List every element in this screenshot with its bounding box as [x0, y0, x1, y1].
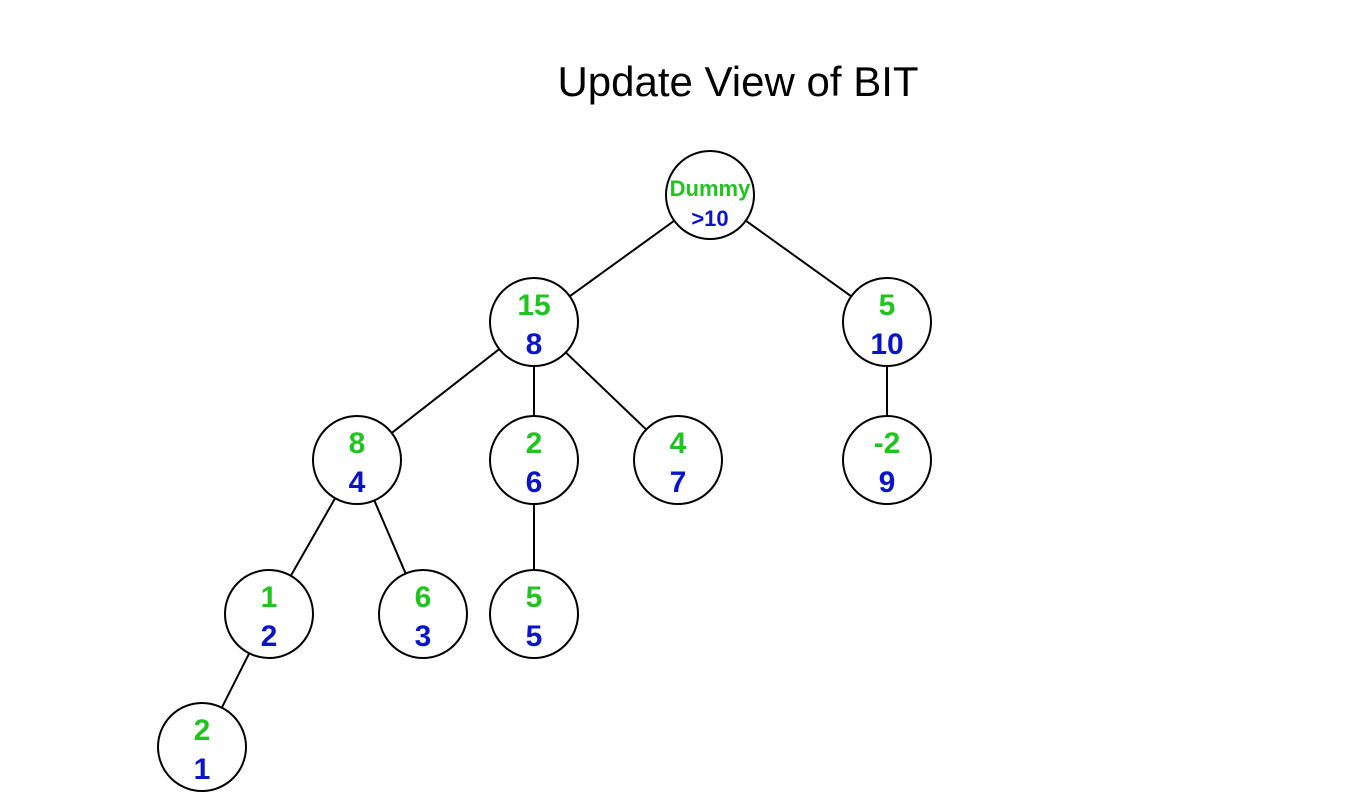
tree-node-root: Dummy >10 — [665, 150, 755, 240]
edge-n2-n1 — [220, 652, 251, 709]
node-value-label: 5 — [879, 289, 896, 322]
node-circle — [224, 569, 314, 659]
node-index-label: 5 — [526, 620, 543, 653]
node-circle — [633, 415, 723, 505]
edge-n4-n2 — [289, 497, 337, 577]
node-circle — [665, 150, 755, 240]
node-circle — [489, 415, 579, 505]
node-index-label: 3 — [415, 620, 432, 653]
node-circle — [489, 569, 579, 659]
node-value-label: 8 — [349, 427, 366, 460]
edge-n4-n3 — [373, 500, 407, 574]
tree-node-n10: 510 — [842, 277, 932, 367]
node-circle — [378, 569, 468, 659]
node-value-label: 4 — [670, 427, 687, 460]
node-index-label: 2 — [261, 620, 278, 653]
tree-node-n1: 21 — [157, 702, 247, 792]
node-index-label: 8 — [526, 328, 543, 361]
node-index-label: 10 — [870, 328, 903, 361]
node-index-label: 1 — [194, 753, 211, 786]
node-index-label: 7 — [670, 466, 687, 499]
node-value-label: 6 — [415, 581, 432, 614]
tree-node-n9: -29 — [842, 415, 932, 505]
node-value-label: 2 — [194, 714, 211, 747]
edge-n8-n7 — [565, 351, 647, 431]
tree-node-n4: 84 — [312, 415, 402, 505]
edge-root-n10 — [745, 219, 852, 298]
node-circle — [312, 415, 402, 505]
node-circle — [489, 277, 579, 367]
tree-node-n2: 12 — [224, 569, 314, 659]
edge-n8-n4 — [391, 348, 500, 434]
tree-node-n7: 47 — [633, 415, 723, 505]
node-circle — [842, 277, 932, 367]
node-value-label: Dummy — [670, 176, 751, 201]
node-index-label: >10 — [691, 206, 728, 231]
node-value-label: 15 — [517, 289, 550, 322]
diagram-title: Update View of BIT — [557, 58, 919, 105]
node-index-label: 6 — [526, 466, 543, 499]
node-value-label: 2 — [526, 427, 543, 460]
tree-node-n3: 63 — [378, 569, 468, 659]
tree-node-n6: 26 — [489, 415, 579, 505]
node-circle — [842, 415, 932, 505]
node-value-label: 1 — [261, 581, 278, 614]
tree-node-n8: 158 — [489, 277, 579, 367]
node-circle — [157, 702, 247, 792]
node-value-label: -2 — [874, 427, 901, 460]
edge-root-n8 — [569, 219, 675, 298]
node-index-label: 9 — [879, 466, 896, 499]
node-index-label: 4 — [349, 466, 366, 499]
node-value-label: 5 — [526, 581, 543, 614]
tree-node-n5: 55 — [489, 569, 579, 659]
